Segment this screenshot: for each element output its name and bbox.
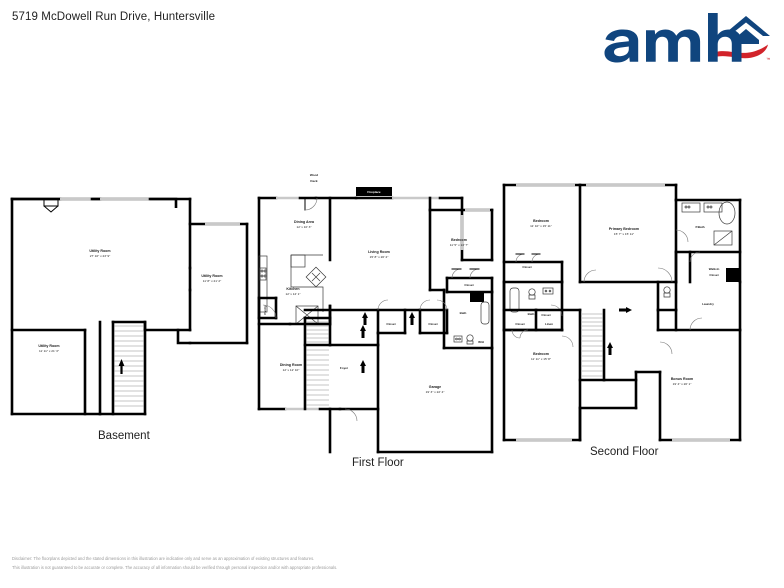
- amh-logo: ™: [600, 10, 772, 66]
- bonus-room-name: Bonus Room: [671, 377, 693, 381]
- basement-utility-1-name: Utility Room: [89, 249, 110, 253]
- p-bath-label: P.Bath: [695, 225, 704, 229]
- ff-stairs: [303, 316, 366, 411]
- ff-door-marker: [470, 292, 484, 302]
- garage-name: Garage: [429, 385, 441, 389]
- sf-bedroom-2-dims: 11' 11" x 15' 8": [531, 357, 551, 361]
- ff-closet-3-label: Closet: [464, 283, 473, 287]
- basement-utility-2-dims: 11' 8" x 21' 2": [203, 279, 221, 283]
- ff-hall-closets: Closet Closet: [303, 299, 449, 335]
- sf-bath-label: Bath: [528, 312, 535, 316]
- sf-laundry: Closet Laundry: [541, 302, 742, 332]
- laundry-label: Laundry: [702, 302, 714, 306]
- basement-utility-1-dims: 27' 10" x 23' 9": [90, 254, 110, 258]
- bonus-room-dims: 19' 4" x 20' 1": [673, 382, 692, 386]
- kitchen-island: [305, 266, 327, 288]
- page-title: 5719 McDowell Run Drive, Huntersville: [12, 11, 216, 23]
- fireplace-element: Fireplace: [356, 187, 392, 196]
- kitchen-fixtures: [258, 254, 327, 313]
- amh-wordmark: [604, 13, 742, 63]
- sf-bedroom-1-dims: 11' 10" x 15' 11": [530, 224, 552, 228]
- kitchen-name: Kitchen: [286, 287, 299, 291]
- sf-closet-3-label: Closet: [541, 313, 550, 317]
- pantry-label: Pantry: [263, 305, 267, 315]
- dining-room-dims: 12' x 12' 10": [283, 368, 300, 372]
- ff-closet-2-label: Closet: [428, 322, 437, 326]
- fireplace-label: Fireplace: [367, 190, 381, 194]
- ff-bath: Bath W/H: [442, 288, 494, 350]
- first-floor-caption: First Floor: [352, 457, 404, 469]
- sf-toilet-room: [656, 280, 678, 312]
- walkin-closet-line2: Closet: [709, 273, 718, 277]
- sf-closet-2-label: Closet: [515, 322, 524, 326]
- dining-area-name: Dining Area: [294, 220, 315, 224]
- ff-closet-1-label: Closet: [386, 322, 395, 326]
- pantry-closet: Pantry: [257, 296, 278, 320]
- ff-bedroom-closet: Closet: [445, 268, 494, 294]
- garage-dims: 19' 3" x 22' 4": [426, 390, 445, 394]
- second-floor-caption: Second Floor: [590, 446, 659, 458]
- sf-door-marker: [726, 268, 740, 282]
- kitchen-dims: 12' x 12' 1": [285, 292, 300, 296]
- primary-bath: P.Bath: [675, 201, 736, 246]
- basement-utility-3-dims: 11' 11" x 21' 3": [39, 349, 59, 353]
- basement-caption: Basement: [98, 430, 150, 442]
- living-room-dims: 15' 8" x 20' 2": [370, 255, 389, 259]
- wood-deck-label-line2: Deck: [310, 179, 318, 183]
- basement-stair-treads: [114, 325, 144, 407]
- sf-bedroom-1-name: Bedroom: [533, 219, 549, 223]
- disclaimer: Disclaimer: The floorplans depicted and …: [12, 554, 732, 572]
- dining-area-dims: 12' x 10' 3": [296, 225, 311, 229]
- sf-closet-linen: Closet Linen: [502, 308, 564, 339]
- basement-plan: Utility Room 27' 10" x 23' 9" Utility Ro…: [10, 197, 249, 416]
- ff-bedroom-name: Bedroom: [451, 238, 467, 242]
- wh-label: W/H: [478, 340, 484, 344]
- ff-bedroom-dims: 11' 5" x 13' 7": [450, 243, 468, 247]
- disclaimer-line-2: This illustration is not guaranteed to b…: [12, 565, 338, 570]
- basement-stair-up-arrow: [118, 359, 125, 374]
- primary-bedroom-name: Primary Bedroom: [609, 227, 639, 231]
- garage: Garage 19' 3" x 22' 4": [328, 331, 494, 454]
- trademark-symbol: ™: [766, 57, 771, 62]
- disclaimer-line-1: Disclaimer: The floorplans depicted and …: [12, 556, 315, 561]
- dining-room-name: Dining Room: [280, 363, 302, 367]
- walkin-closet-line1: Walk-In: [709, 267, 720, 271]
- walkin-closet: Walk-In Closet: [674, 250, 742, 284]
- foyer-label: Foyer: [340, 366, 349, 370]
- first-floor-plan: Fireplace Wood Deck: [257, 173, 494, 454]
- primary-bedroom-dims: 15' 7" x 15' 11": [614, 232, 634, 236]
- living-room-name: Living Room: [368, 250, 390, 254]
- sf-closet-1-label: Closet: [522, 265, 531, 269]
- linen-label: Linen: [545, 322, 553, 326]
- basement-utility-3-name: Utility Room: [38, 344, 59, 348]
- wood-deck-label-line1: Wood: [310, 173, 318, 177]
- sf-bath: Bath: [502, 280, 564, 332]
- basement-utility-2-name: Utility Room: [201, 274, 222, 278]
- red-swoosh-icon: [710, 44, 768, 59]
- ff-bath-label: Bath: [460, 311, 467, 315]
- second-floor-plan: Bedroom 11' 10" x 15' 11" Closet Primary…: [502, 183, 742, 442]
- sf-stairs: [560, 307, 638, 442]
- sf-bedroom-2-name: Bedroom: [533, 352, 549, 356]
